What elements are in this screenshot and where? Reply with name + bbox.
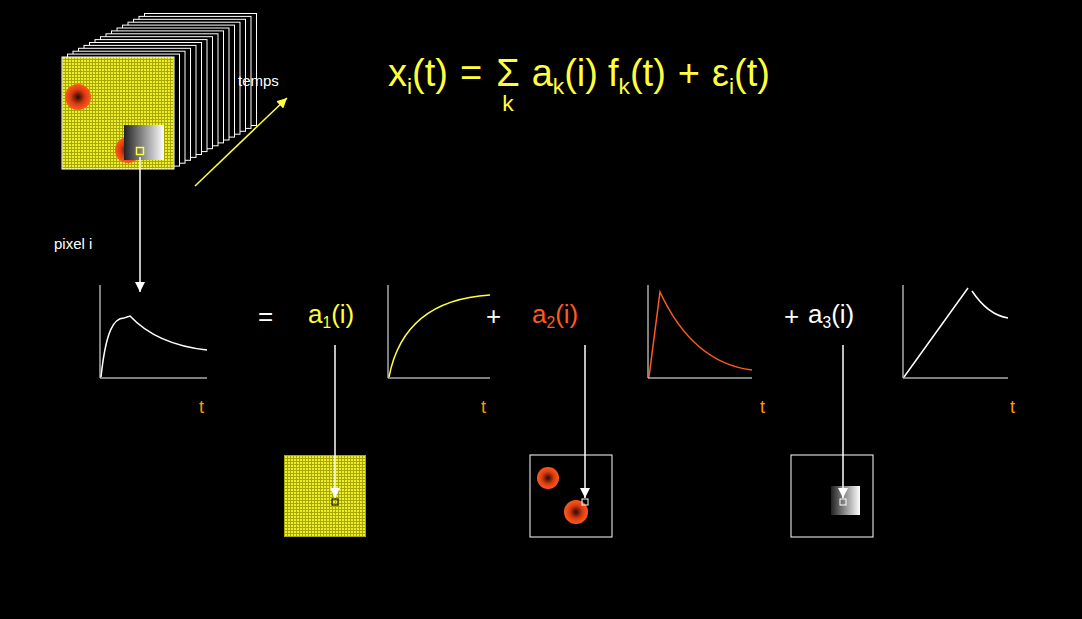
coefficient: 2 [546,314,555,332]
pixel-label: pixel i [54,235,92,252]
formula-term: (t) [412,52,448,96]
formula-term: (t) [630,52,666,96]
coefficient: a2(i) [532,300,578,332]
coefficient-arrows [335,345,843,498]
axis-label: t [1010,397,1015,418]
operator: + [784,302,799,332]
formula-term: (t) [734,52,770,96]
coefficient: a [532,300,546,330]
sum-index: k [502,92,513,115]
formula-term: x [388,52,407,96]
coefficient: a [308,300,322,330]
axis-label: t [199,397,204,418]
coefficient: a1(i) [308,300,354,332]
axis-label: t [481,397,486,418]
formula-term: k [553,73,564,99]
coefficient: (i) [555,300,578,330]
formula-term: f [608,52,619,96]
formula-term: k [619,73,630,99]
time-arrow [195,98,287,186]
operator: + [784,302,799,332]
coefficient: a3(i) [808,300,854,332]
yellow-curve [389,295,490,377]
red-curve [649,292,752,377]
formula-term: i [407,73,412,99]
coefficient: (i) [831,300,854,330]
formula-term: i [729,73,734,99]
component-images [284,455,873,537]
operator: = [258,302,273,332]
axis-label: t [481,397,486,418]
plot-axes [100,285,1008,378]
formula-term: a [532,52,553,96]
operator: + [486,302,501,332]
formula-term: ε [712,52,729,96]
formula-term: = [460,52,482,96]
axis-label: temps [238,72,279,89]
axis-label: t [760,397,765,418]
sum-sign: Σ [496,52,520,96]
sum-symbol: Σk [496,52,520,96]
axis-label: temps [238,72,279,89]
frame-stack [62,14,257,170]
coefficient: 3 [822,314,831,332]
coefficient: (i) [331,300,354,330]
pixel-arrow [139,157,141,292]
pixel-label: pixel i [54,235,92,252]
model-formula: xi(t)=Σkak(i)fk(t)+εi(t) [388,52,770,99]
operator: + [486,302,501,332]
axis-label: t [760,397,765,418]
operator: = [258,302,273,332]
formula-term: (i) [564,52,598,96]
coefficient: 1 [322,314,331,332]
coefficient: a [808,300,822,330]
white-curve [904,288,1008,377]
axis-label: t [199,397,204,418]
axis-label: t [1010,397,1015,418]
pixel-curve [101,316,207,377]
formula-term: + [678,52,700,96]
